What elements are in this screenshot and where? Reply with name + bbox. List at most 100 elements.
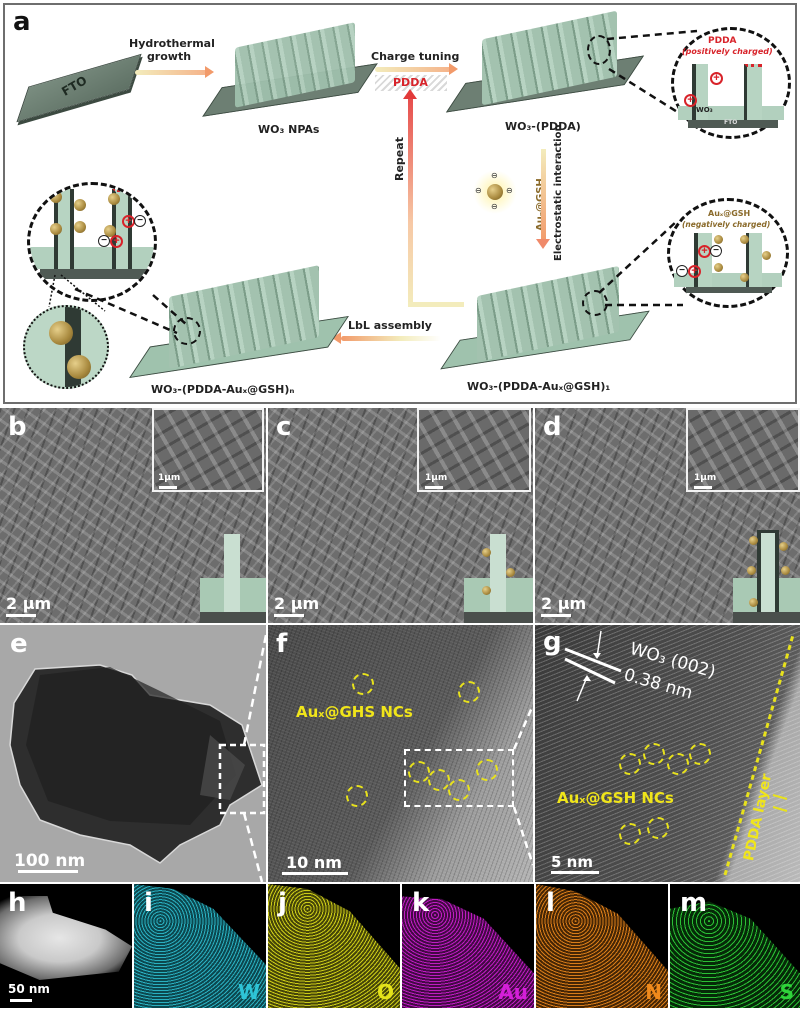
panel-label-k: k <box>412 888 430 918</box>
aux-gsh-cluster-icon: ⊖ ⊖ ⊖ ⊖ <box>473 170 517 214</box>
positive-charge-icon: + <box>710 72 723 85</box>
zoom-dash-lines <box>606 29 698 115</box>
au-cluster-icon <box>740 273 749 282</box>
arrow-head-icon <box>449 63 458 75</box>
nc-highlight-circle <box>647 817 669 839</box>
zoom-dash-lines <box>48 274 188 335</box>
au-cluster-icon <box>714 263 723 272</box>
au-cluster-icon <box>779 542 788 551</box>
nc-highlight-circle <box>428 769 450 791</box>
hydrothermal-arrow <box>135 70 207 75</box>
au-cluster-icon <box>749 598 758 607</box>
panel-h-haadf: h 50 nm <box>0 884 132 1008</box>
nc-highlight-circle <box>689 743 711 765</box>
nc-highlight-circle <box>643 743 665 765</box>
arrow-head-icon <box>205 66 214 78</box>
nc-highlight-circle <box>448 779 470 801</box>
inset-aux-circle: Auₓ@GSH (negatively charged) + − − + <box>667 198 789 308</box>
panel-label-l: l <box>546 888 555 918</box>
pdda-hatch <box>375 75 447 91</box>
arrow-down-icon <box>536 239 550 249</box>
lbl-arrow <box>341 336 441 341</box>
repeat-arrow <box>408 95 413 307</box>
negative-charge-icon: − <box>98 235 110 247</box>
panel-j-eds-o: j O <box>268 884 400 1008</box>
zoom-circle-small <box>173 317 201 345</box>
nc-highlight-circle <box>346 785 368 807</box>
inset-pdda-title: PDDA <box>708 36 737 46</box>
scale-bar <box>282 872 348 875</box>
nc-highlight-circle <box>352 673 374 695</box>
scale-bar <box>6 614 36 617</box>
panel-c-sem: c 1μm 2 μm <box>268 408 533 623</box>
panel-b-sem: b 1μm 2 μm <box>0 408 266 623</box>
panel-a-schematic: a FTO Hydrothermal growth WO₃ NPAs Charg… <box>3 3 797 404</box>
nanoplate-particle <box>9 634 266 882</box>
element-label-o: O <box>376 980 394 1004</box>
scale-label: 2 μm <box>541 594 587 613</box>
negative-charge-icon: − <box>710 245 722 257</box>
panel-label-c: c <box>276 412 292 442</box>
scale-label: 100 nm <box>14 851 86 871</box>
panel-m-eds-s: m S <box>670 884 800 1008</box>
wo3-npas-label: WO₃ NPAs <box>258 123 320 136</box>
panel-c-inset: 1μm <box>417 408 531 492</box>
f-annotation: Auₓ@GHS NCs <box>296 703 413 721</box>
scale-bar <box>551 871 599 874</box>
electrostatic-arrow <box>541 149 546 241</box>
g-annotation: Auₓ@GSH NCs <box>557 789 674 807</box>
panel-d-inset: 1μm <box>686 408 800 492</box>
inset-aux-subtitle: (negatively charged) <box>682 220 771 229</box>
scale-label: 50 nm <box>8 982 50 996</box>
panel-label-f: f <box>276 629 288 659</box>
zoom-circle-small <box>582 290 608 316</box>
element-label-au: Au <box>498 980 528 1004</box>
wo3-pdda-label: WO₃-(PDDA) <box>505 120 581 133</box>
au-cluster-icon <box>762 251 771 260</box>
panel-label-d: d <box>543 412 562 442</box>
au-cluster-icon <box>49 321 73 345</box>
panel-label-a: a <box>13 7 31 37</box>
au-cluster-icon <box>50 191 62 203</box>
panel-g-hrtem: g WO₃ (002) 0.38 nm Auₓ@GSH NCs PDDA lay… <box>535 625 800 882</box>
positive-charge-icon: + <box>688 265 701 278</box>
au-cluster-icon <box>482 586 491 595</box>
panel-f-hrtem: f Auₓ@GHS NCs 10 nm <box>268 625 533 882</box>
panel-label-j: j <box>278 888 287 918</box>
scale-bar <box>10 999 32 1002</box>
panel-label-g: g <box>543 627 562 657</box>
stage1-label: WO₃-(PDDA-Auₓ@GSH)₁ <box>467 380 611 393</box>
scale-label: 2 μm <box>274 594 320 613</box>
inset-lbl-circle: + − − + <box>27 182 157 302</box>
scale-label: 10 nm <box>286 853 342 872</box>
repeat-label: Repeat <box>393 137 406 181</box>
wo3-npas-array <box>202 22 378 117</box>
scale-bar <box>541 614 571 617</box>
stagen-label: WO₃-(PDDA-Auₓ@GSH)ₙ <box>151 383 295 396</box>
element-label-s: S <box>779 980 794 1004</box>
panel-d-sem: d 1μm 2 μm <box>535 408 800 623</box>
scale-label: 2 μm <box>6 594 52 613</box>
inset-pdda-subtitle: (positively charged) <box>682 47 773 56</box>
panel-e-tem: e 100 nm <box>0 625 266 882</box>
panel-k-eds-au: k Au <box>402 884 534 1008</box>
zoom-circle-small <box>587 35 611 65</box>
hydrothermal-label: Hydrothermal growth <box>129 37 215 63</box>
panel-label-m: m <box>680 888 708 918</box>
au-cluster-icon <box>74 221 86 233</box>
electrostatic-label: Electrostatic interaction <box>553 124 564 261</box>
au-cluster-icon <box>714 235 723 244</box>
au-cluster-icon <box>104 225 116 237</box>
panel-label-e: e <box>10 629 28 659</box>
nc-highlight-circle <box>667 753 689 775</box>
pdda-reagent-label: PDDA <box>393 76 428 89</box>
panel-b-inset: 1μm <box>152 408 264 492</box>
scale-bar <box>274 614 304 617</box>
inset-wo3-label: WO₃ <box>696 106 713 114</box>
charge-tuning-label: Charge tuning <box>371 50 460 63</box>
negative-charge-icon: − <box>134 215 146 227</box>
nc-highlight-circle <box>408 761 430 783</box>
element-label-w: W <box>237 980 260 1004</box>
au-cluster-icon <box>747 566 756 575</box>
zoom-region-box <box>404 749 514 807</box>
